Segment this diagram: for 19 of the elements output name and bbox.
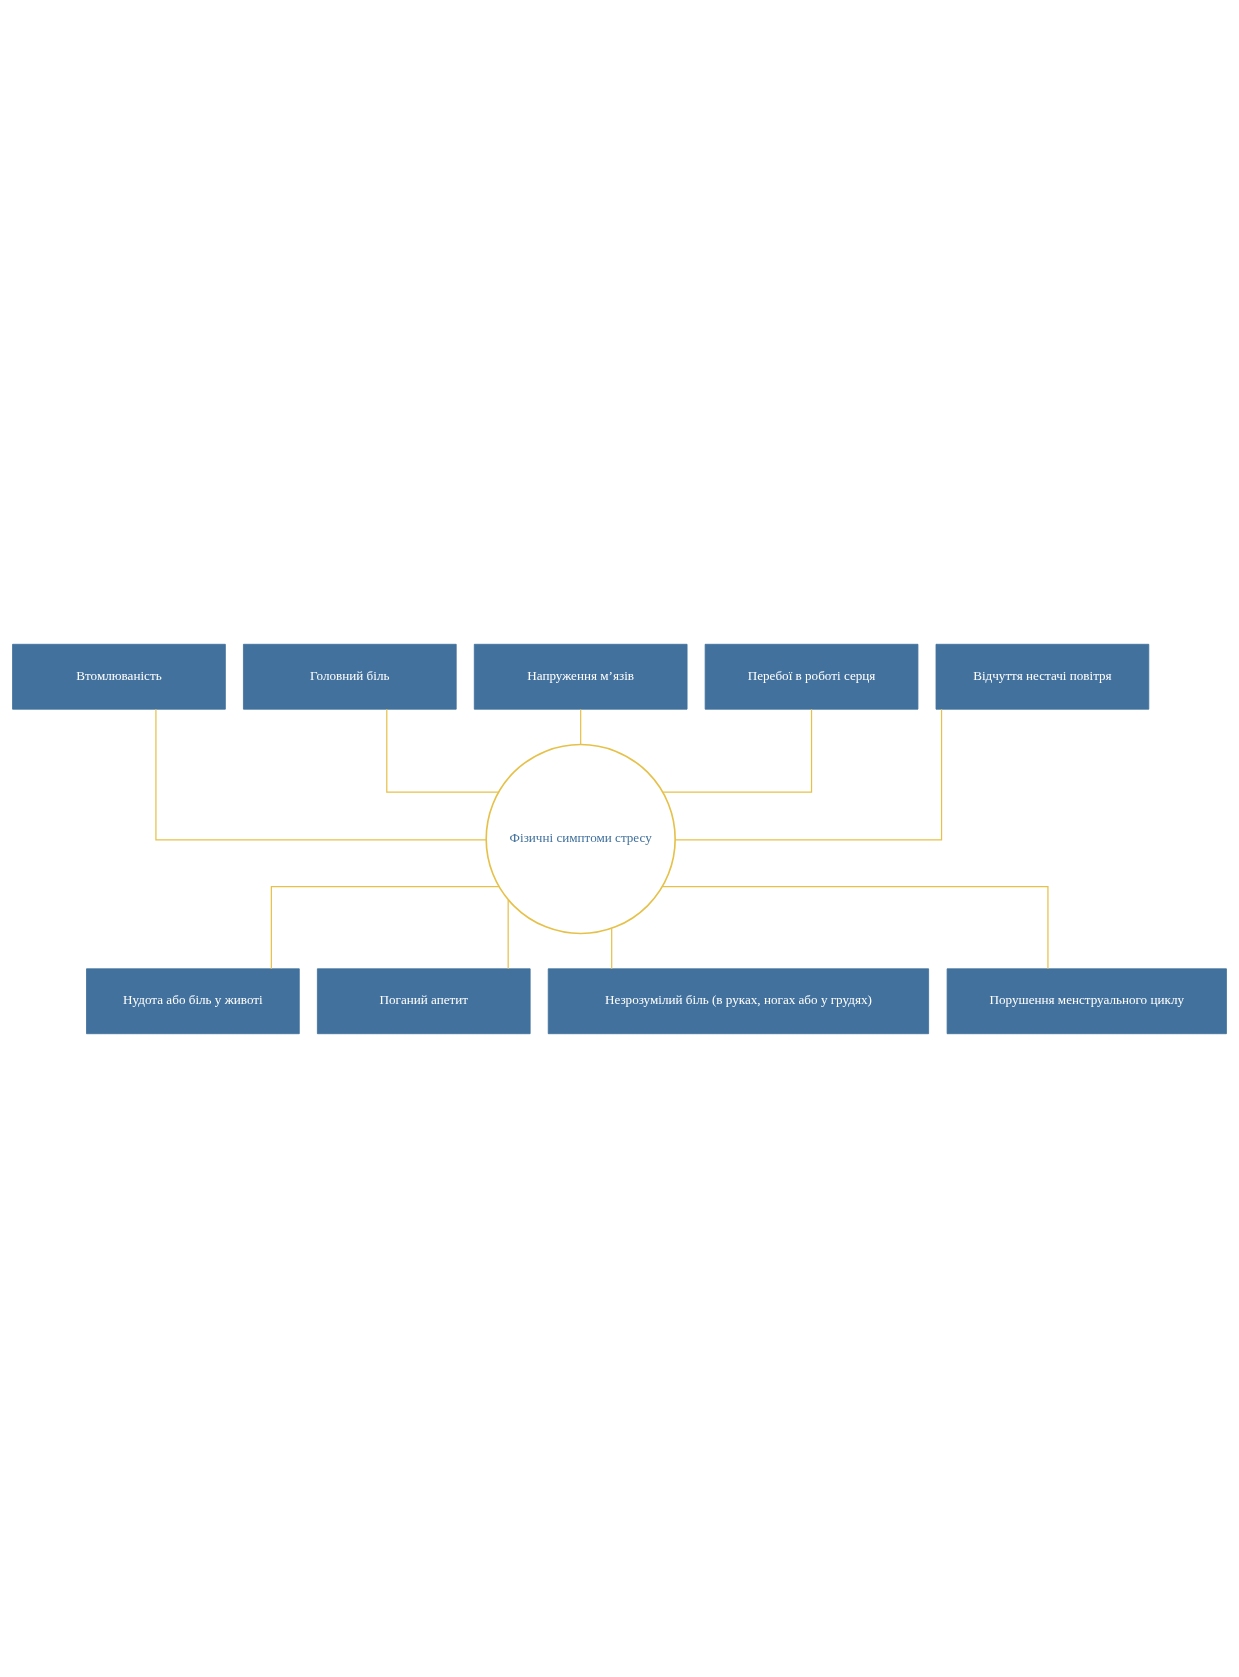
node-circle: Фізичні симптоми стресу [485, 743, 676, 934]
node-box: Напруження м’язів [473, 643, 688, 710]
connector [662, 708, 813, 793]
node-box: Головний біль [243, 643, 457, 710]
node-box: Відчуття нестачі повітря [935, 643, 1150, 710]
connector [674, 708, 943, 840]
node-box: Нудота або біль у животі [86, 967, 300, 1034]
connector [386, 708, 500, 793]
connector [270, 885, 500, 969]
node-box: Перебої в роботі серця [704, 643, 919, 710]
connector [507, 898, 509, 969]
node-box: Поганий апетит [316, 967, 531, 1034]
connector [580, 708, 582, 745]
node-box: Втомлюваність [12, 643, 226, 710]
node-box: Незрозумілий біль (в руках, ногах або у грудях) [547, 967, 930, 1034]
node-box: Порушення менструального циклу [946, 967, 1227, 1034]
connector [611, 927, 613, 969]
connector [661, 885, 1049, 969]
connector [155, 708, 487, 840]
